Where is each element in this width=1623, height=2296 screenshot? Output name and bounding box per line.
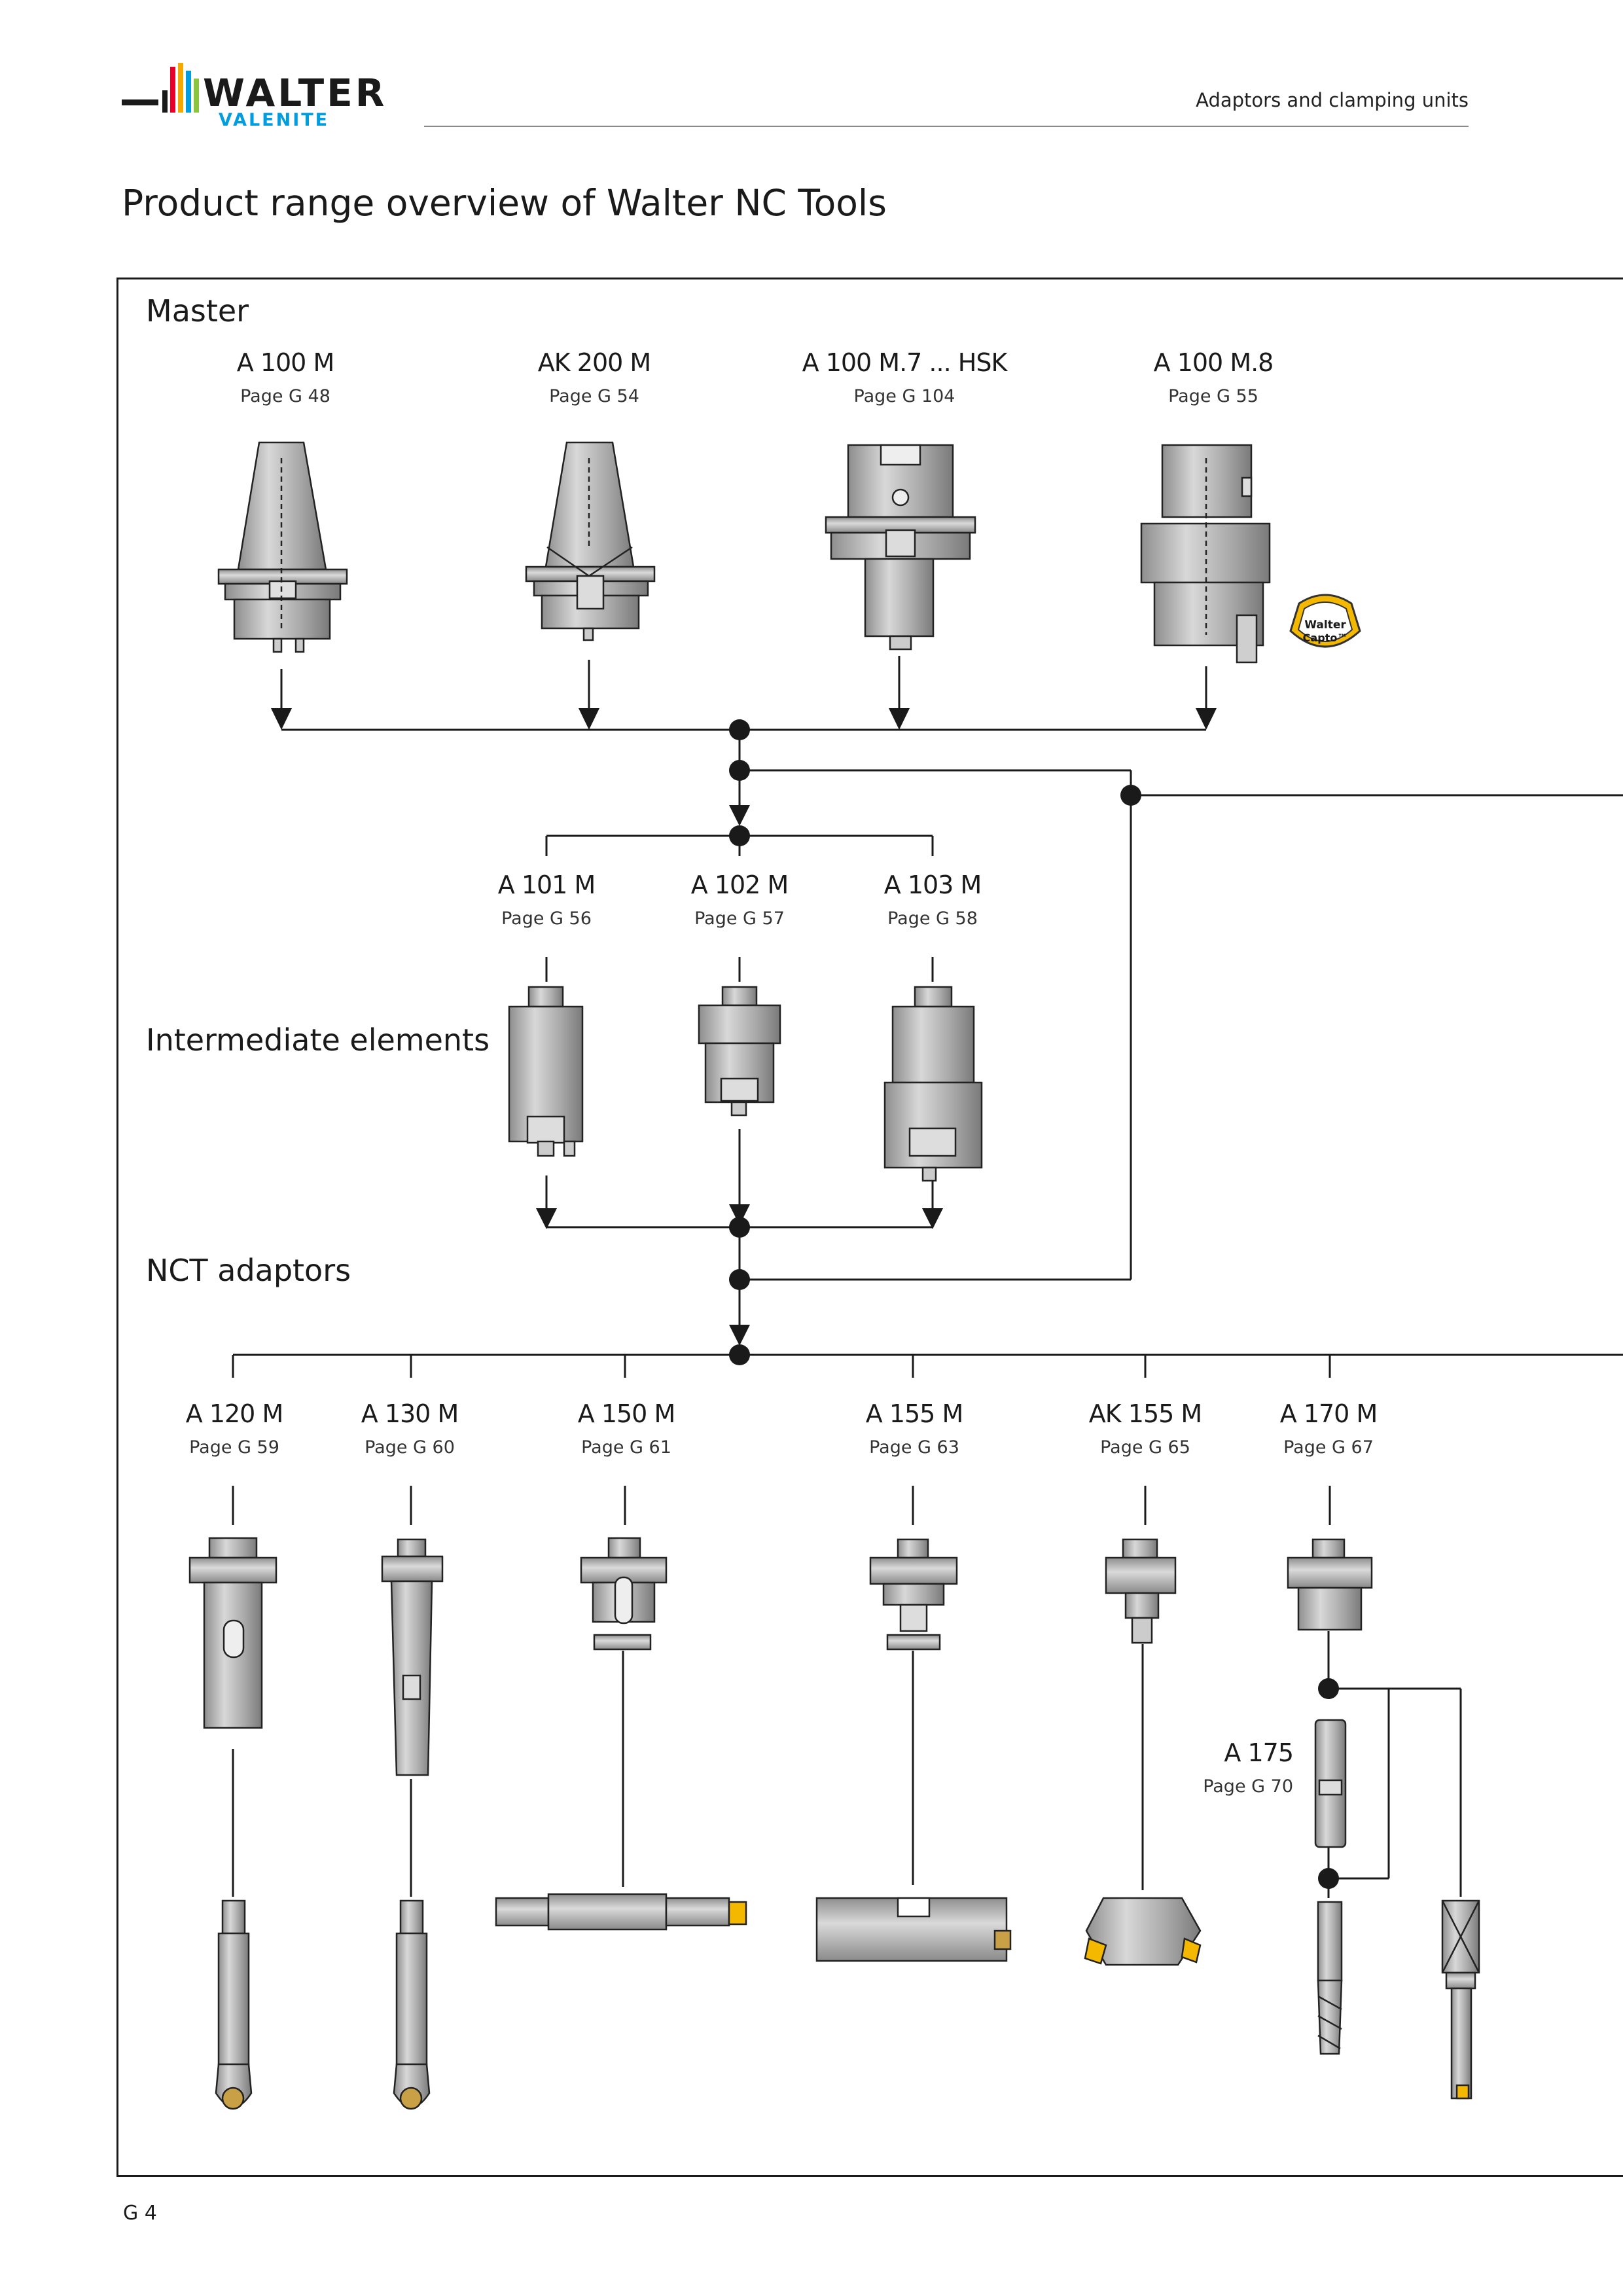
page-reference: Page G 58 (887, 908, 978, 929)
intermediate-item: A 103 M Page G 58 (883, 870, 982, 929)
master-item: A 100 M Page G 48 (237, 348, 334, 406)
tool-a170m-drawing (1287, 1538, 1373, 1631)
logo-subwordmark: VALENITE (219, 110, 329, 130)
page-number: G 4 (123, 2202, 157, 2225)
section-intermediate: Intermediate elements (146, 1022, 490, 1058)
walter-valenite-logo: WALTER VALENITE (122, 63, 387, 130)
cutter-chamfer-mill-drawing (1084, 1897, 1202, 1966)
capto-badge-line2: Capto™ (1303, 632, 1348, 644)
nct-item: A 170 M Page G 67 (1279, 1399, 1378, 1458)
nct-item: A 130 M Page G 60 (361, 1399, 459, 1458)
tool-a102m-drawing (698, 986, 781, 1117)
model-name: A 175 (1224, 1738, 1294, 1767)
nct-item: A 150 M Page G 61 (578, 1399, 675, 1458)
diagram-frame (116, 278, 1623, 2177)
model-name: A 101 M (497, 870, 596, 899)
page-reference: Page G 60 (365, 1437, 455, 1458)
tool-a103m-drawing (883, 986, 983, 1182)
page-reference: Page G 67 (1283, 1437, 1374, 1458)
logo-wordmark: WALTER (203, 71, 387, 115)
nct-item: A 155 M Page G 63 (866, 1399, 963, 1458)
junction-dots (729, 719, 1339, 1889)
page-reference: Page G 65 (1100, 1437, 1190, 1458)
page-reference: Page G 57 (694, 908, 785, 929)
model-name: A 170 M (1279, 1399, 1378, 1428)
tool-a100m-drawing (217, 441, 348, 653)
cutter-face-mill-drawing (815, 1897, 1012, 1962)
tool-a100m7-hsk-drawing (825, 444, 976, 651)
tool-a150m-drawing (580, 1537, 668, 1651)
arrowheads (271, 708, 1217, 1346)
model-name: AK 200 M (537, 348, 651, 377)
page-reference: Page G 59 (189, 1437, 279, 1458)
model-name: A 150 M (577, 1399, 675, 1428)
model-name: AK 155 M (1088, 1399, 1202, 1428)
cutter-drill-drawing (1441, 1899, 1480, 2100)
page-title: Product range overview of Walter NC Tool… (122, 182, 887, 224)
model-name: A 100 M (236, 348, 334, 377)
tool-a100m8-drawing (1140, 444, 1271, 664)
master-item: A 100 M.8 Page G 55 (1154, 348, 1274, 406)
tool-a120m-drawing (188, 1537, 277, 1729)
model-name: A 120 M (185, 1399, 283, 1428)
model-name: A 155 M (865, 1399, 963, 1428)
nct-item: A 120 M Page G 59 (186, 1399, 283, 1458)
cutter-ballnose-1-drawing (215, 1899, 253, 2110)
model-name: A 103 M (883, 870, 982, 899)
header-rule (424, 126, 1469, 127)
page-reference: Page G 48 (240, 386, 330, 406)
a175-item: A 175 Page G 70 (1191, 1738, 1294, 1797)
model-name: A 100 M.8 (1153, 348, 1274, 377)
model-name: A 102 M (690, 870, 789, 899)
model-name: A 130 M (361, 1399, 459, 1428)
master-item: A 100 M.7 ... HSK Page G 104 (802, 348, 1008, 406)
tool-ak200m-drawing (525, 441, 656, 641)
tool-a155m-drawing (869, 1538, 958, 1651)
tool-a101m-drawing (508, 986, 584, 1157)
page-reference: Page G 55 (1168, 386, 1258, 406)
page-reference: Page G 70 (1203, 1776, 1293, 1797)
walter-capto-badge (1289, 594, 1361, 648)
page-reference: Page G 104 (853, 386, 955, 406)
master-item: AK 200 M Page G 54 (538, 348, 651, 406)
capto-badge-line1: Walter (1304, 619, 1346, 632)
page-reference: Page G 61 (581, 1437, 671, 1458)
section-master: Master (146, 293, 249, 329)
header-title: Adaptors and clamping units (1196, 89, 1469, 111)
model-name: A 100 M.7 ... HSK (802, 348, 1008, 377)
cutter-boring-bar-drawing (495, 1893, 747, 1931)
page-reference: Page G 63 (869, 1437, 959, 1458)
section-nct: NCT adaptors (146, 1253, 351, 1288)
page-reference: Page G 54 (549, 386, 639, 406)
intermediate-item: A 102 M Page G 57 (690, 870, 789, 929)
tool-a130m-drawing (381, 1538, 444, 1776)
nct-item: AK 155 M Page G 65 (1089, 1399, 1202, 1458)
connector-lines (232, 656, 1623, 1898)
cutter-ballnose-2-drawing (393, 1899, 431, 2110)
intermediate-item: A 101 M Page G 56 (497, 870, 596, 929)
tool-a175-drawing (1314, 1719, 1347, 1848)
tool-ak155m-drawing (1105, 1538, 1177, 1644)
cutter-end-mill-drawing (1317, 1901, 1343, 2055)
page-reference: Page G 56 (501, 908, 592, 929)
